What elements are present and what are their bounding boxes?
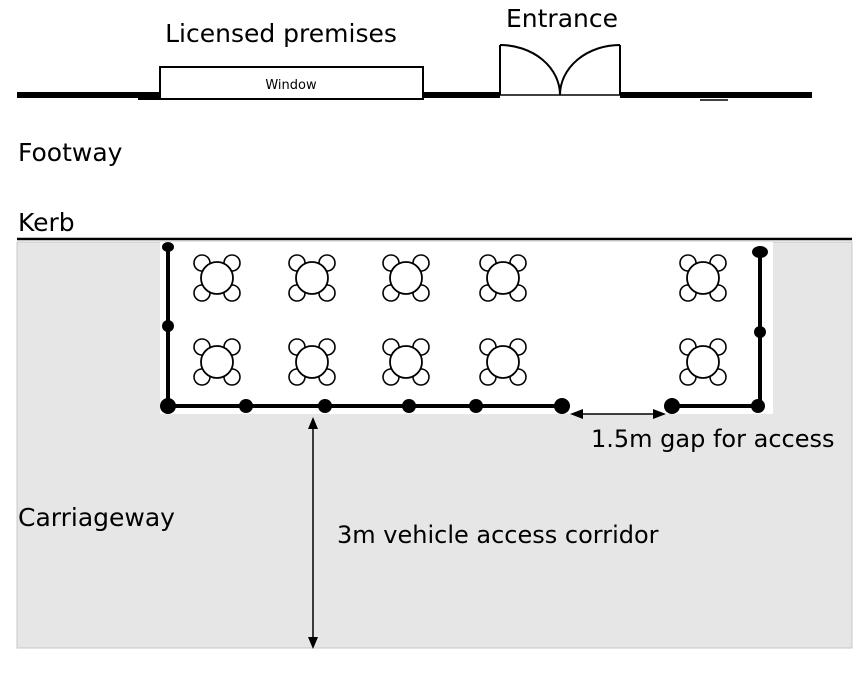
table-icon bbox=[200, 261, 234, 295]
table-icon bbox=[389, 261, 423, 295]
footway-label: Footway bbox=[18, 138, 123, 167]
table-icon bbox=[486, 261, 520, 295]
building-frontage bbox=[17, 92, 812, 101]
table-icon bbox=[686, 261, 720, 295]
entrance-label: Entrance bbox=[506, 4, 618, 33]
table-icon bbox=[200, 345, 234, 379]
table-with-chairs-icon bbox=[193, 254, 241, 302]
table-with-chairs-icon bbox=[479, 338, 527, 386]
table-icon bbox=[295, 345, 329, 379]
table-with-chairs-icon bbox=[679, 254, 727, 302]
table-with-chairs-icon bbox=[288, 338, 336, 386]
gap-label: 1.5m gap for access bbox=[591, 425, 834, 453]
table-icon bbox=[486, 345, 520, 379]
tables-group bbox=[193, 254, 727, 386]
corridor-label: 3m vehicle access corridor bbox=[337, 521, 659, 549]
table-icon bbox=[389, 345, 423, 379]
table-with-chairs-icon bbox=[382, 254, 430, 302]
seating-area bbox=[160, 242, 773, 414]
window-label: Window bbox=[265, 78, 317, 93]
kerb-label: Kerb bbox=[18, 208, 75, 237]
table-icon bbox=[295, 261, 329, 295]
gap-arrow bbox=[570, 409, 666, 419]
entrance-door-icon bbox=[499, 44, 621, 96]
corridor-arrow bbox=[308, 417, 318, 649]
barrier-posts bbox=[160, 242, 768, 414]
table-with-chairs-icon bbox=[679, 338, 727, 386]
table-with-chairs-icon bbox=[193, 338, 241, 386]
window bbox=[159, 66, 424, 100]
table-icon bbox=[686, 345, 720, 379]
table-with-chairs-icon bbox=[479, 254, 527, 302]
premises-label: Licensed premises bbox=[165, 19, 397, 48]
table-with-chairs-icon bbox=[288, 254, 336, 302]
table-with-chairs-icon bbox=[382, 338, 430, 386]
carriageway-label: Carriageway bbox=[18, 503, 175, 532]
